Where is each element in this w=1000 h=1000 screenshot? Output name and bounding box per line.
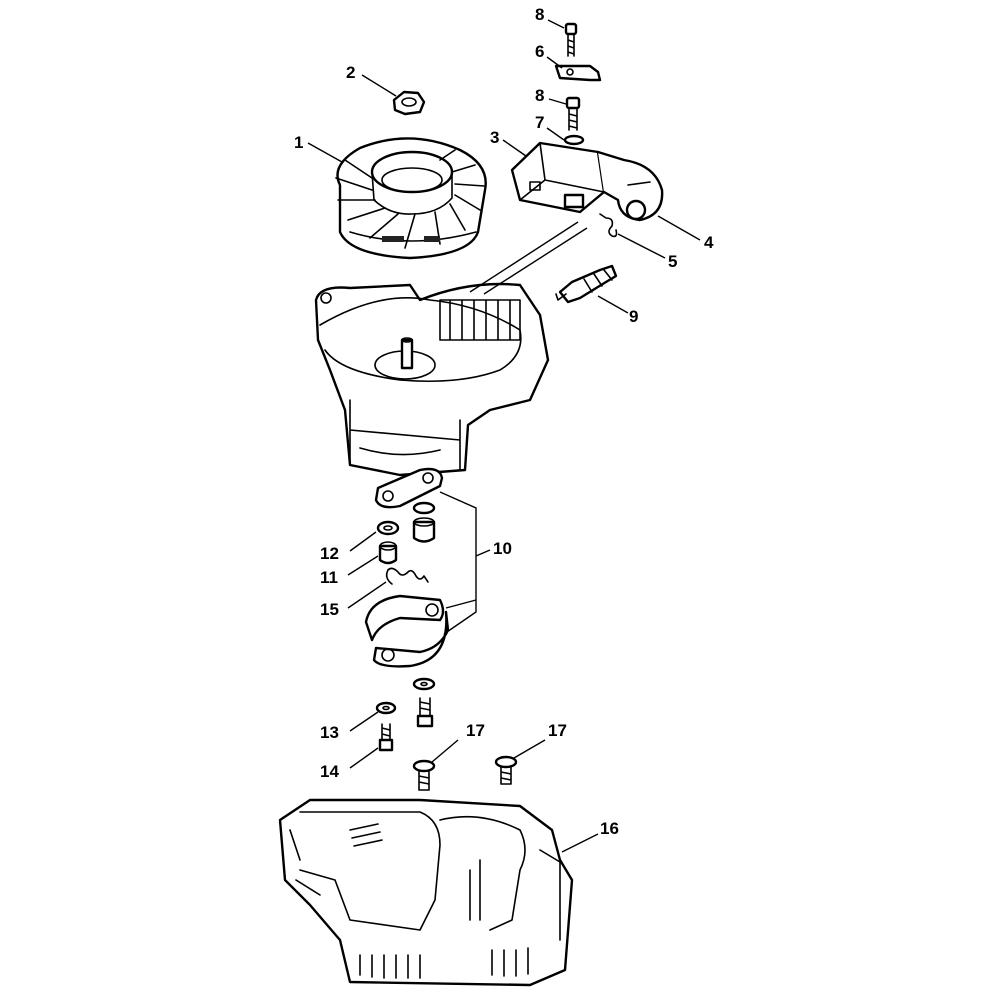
screw-upper[interactable] — [564, 22, 578, 57]
screw-17-right[interactable] — [494, 755, 518, 785]
callout-2: 2 — [346, 63, 355, 82]
washer-upper[interactable] — [563, 134, 585, 146]
callout-8-lower: 8 — [535, 86, 544, 105]
washer-right[interactable] — [412, 677, 436, 691]
callout-5: 5 — [668, 252, 677, 271]
engine-crankcase — [314, 282, 550, 477]
callout-14: 14 — [320, 762, 339, 781]
screw-lower[interactable] — [565, 96, 581, 131]
callout-16: 16 — [600, 819, 619, 838]
spring-small[interactable] — [599, 213, 618, 238]
callout-12: 12 — [320, 544, 339, 563]
leader-lines — [307, 19, 701, 853]
ignition-module[interactable] — [510, 141, 664, 222]
callout-10: 10 — [493, 539, 512, 558]
callout-6: 6 — [535, 42, 544, 61]
washer-13[interactable] — [375, 701, 397, 715]
callout-11: 11 — [320, 568, 338, 587]
callout-1: 1 — [294, 133, 303, 152]
callout-3: 3 — [490, 128, 499, 147]
spark-plug[interactable] — [555, 264, 618, 304]
clutch-link[interactable] — [374, 467, 444, 509]
screw-right[interactable] — [416, 697, 434, 728]
spring-15[interactable] — [385, 567, 429, 585]
callout-7: 7 — [535, 113, 544, 132]
washer-12[interactable] — [376, 520, 400, 536]
callout-8-upper: 8 — [535, 5, 544, 24]
housing-cover[interactable] — [278, 798, 574, 987]
callout-17-left: 17 — [466, 721, 485, 740]
sleeve-right[interactable] — [412, 501, 436, 543]
callout-15: 15 — [320, 600, 339, 619]
callout-4: 4 — [704, 233, 714, 252]
callout-17-right: 17 — [548, 721, 567, 740]
screw-14[interactable] — [378, 723, 394, 752]
sleeve-11[interactable] — [378, 541, 398, 565]
screw-17-left[interactable] — [412, 759, 436, 791]
callout-labels: 1 2 3 4 5 6 7 8 8 9 10 11 12 13 14 15 16… — [294, 5, 714, 838]
callout-13: 13 — [320, 723, 339, 742]
flywheel-fan[interactable] — [335, 137, 487, 260]
bracket-clip[interactable] — [554, 64, 602, 82]
callout-9: 9 — [629, 307, 638, 326]
clutch-shoe-assembly[interactable] — [364, 594, 450, 668]
flywheel-nut[interactable] — [392, 90, 426, 116]
